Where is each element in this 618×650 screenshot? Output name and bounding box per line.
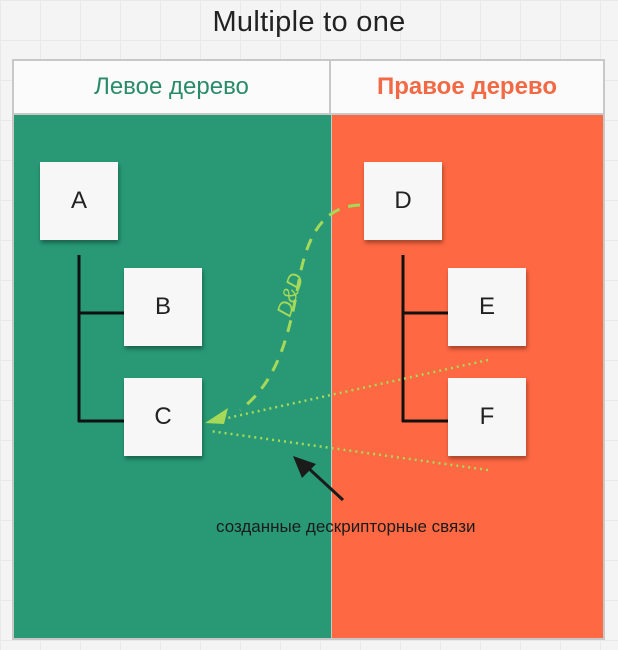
note-d[interactable]: D — [364, 162, 442, 240]
diagram-title: Multiple to one — [212, 6, 406, 38]
caption-arrow-line — [303, 463, 345, 502]
caption-text: созданные дескрипторные связи — [216, 517, 476, 536]
frame-bottom-border — [12, 638, 605, 640]
drag-arrowhead — [205, 408, 228, 424]
caption-arrowhead — [293, 456, 316, 478]
link-line-f-to-c — [209, 429, 489, 472]
right-tree-connectors — [401, 255, 448, 423]
note-c[interactable]: C — [124, 378, 202, 456]
right-header: Правое дерево — [329, 59, 605, 115]
note-f[interactable]: F — [448, 378, 526, 456]
note-e[interactable]: E — [448, 268, 526, 346]
link-line-e-to-c — [213, 358, 489, 423]
drag-label: D&D — [273, 270, 309, 319]
left-tree-connectors — [77, 255, 124, 423]
left-header: Левое дерево — [12, 59, 331, 115]
note-a[interactable]: A — [40, 162, 118, 240]
note-b[interactable]: B — [124, 268, 202, 346]
drag-path — [239, 203, 361, 412]
